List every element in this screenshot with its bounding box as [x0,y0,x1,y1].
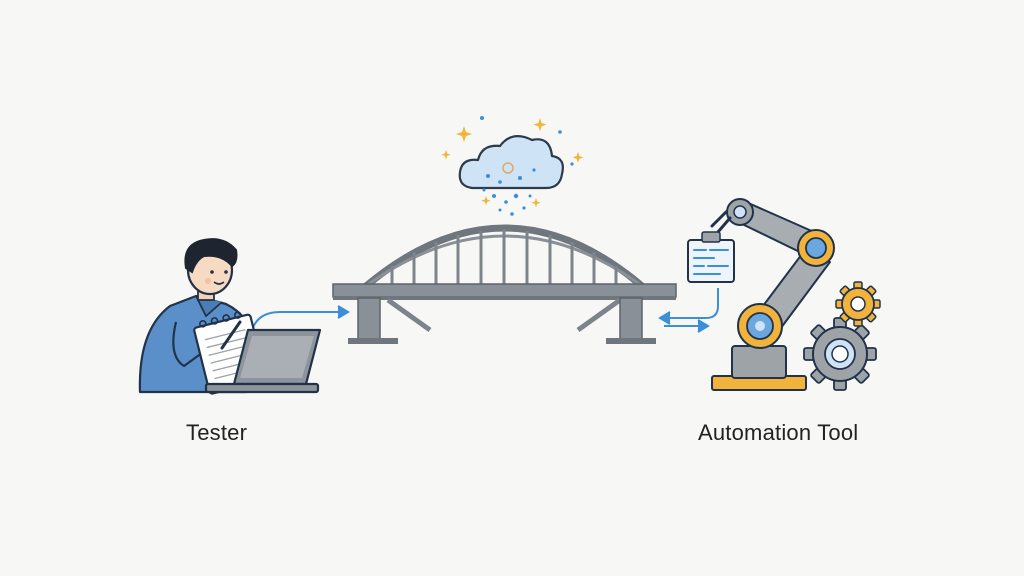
robotic-arm-icon [710,198,835,391]
test-script-document-icon [687,231,735,283]
sparkle-icon [441,118,584,208]
flow-arrow-tester-to-bridge [251,305,350,331]
bridge-icon [332,224,677,344]
automation-tool-label: Automation Tool [698,420,859,445]
gear-icon [803,281,881,391]
tester-label: Tester [186,420,248,445]
cloud-icon [441,116,584,216]
flow-arrow-tool-to-bridge [658,288,719,333]
laptop-icon [204,328,322,394]
